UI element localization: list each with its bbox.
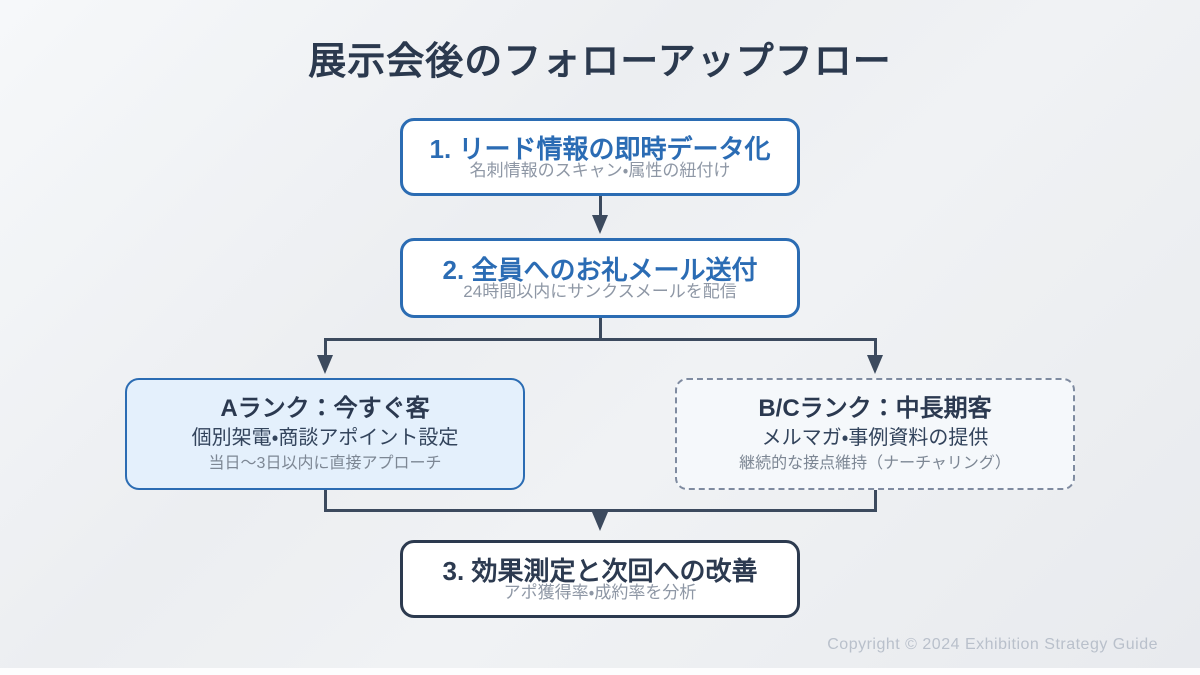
branch-a-action: 個別架電・商談アポイント設定 — [191, 427, 459, 450]
connector-branch-left-line — [323, 341, 327, 356]
connector-converge-left-line — [323, 490, 327, 512]
arrow-step2-icon — [592, 215, 608, 234]
connector-branch-right-line — [873, 341, 877, 356]
step3-title: 3. 効果測定と次回への改善 — [442, 556, 758, 587]
branch-a-note: 当日〜3日以内に直接アプローチ — [208, 455, 442, 473]
flow-box-branch-bc: B/Cランク：中長期客 メルマガ・事例資料の提供 継続的な接点維持（ナーチャリン… — [675, 378, 1075, 490]
flow-box-step1: 1. リード情報の即時データ化 名刺情報のスキャン・属性の紐付け — [400, 118, 800, 196]
copyright-text: Copyright © 2024 Exhibition Strategy Gui… — [827, 636, 1158, 653]
step1-title: 1. リード情報の即時データ化 — [429, 134, 771, 165]
step2-subtitle: 24時間以内にサンクスメールを配信 — [463, 281, 737, 301]
branch-a-title: Aランク：今すぐ客 — [220, 394, 430, 422]
flow-box-branch-a: Aランク：今すぐ客 個別架電・商談アポイント設定 当日〜3日以内に直接アプローチ — [125, 378, 525, 490]
connector-step1-step2-line — [598, 196, 602, 216]
step3-subtitle: アポ獲得率・成約率を分析 — [503, 582, 697, 602]
connector-branch-stem-line — [598, 318, 602, 341]
step1-subtitle: 名刺情報のスキャン・属性の紐付け — [469, 160, 731, 180]
bottom-white-strip — [0, 668, 1200, 675]
connector-converge-horizontal-line — [323, 509, 877, 512]
connector-converge-right-line — [873, 490, 877, 512]
arrow-branch-bc-icon — [867, 355, 883, 374]
page-title: 展示会後のフォローアップフロー — [308, 41, 892, 83]
arrow-branch-a-icon — [317, 355, 333, 374]
branch-bc-note: 継続的な接点維持（ナーチャリング） — [739, 455, 1011, 473]
arrow-step3-icon — [592, 512, 608, 531]
connector-branch-horizontal-line — [323, 338, 877, 341]
flow-box-step2: 2. 全員へのお礼メール送付 24時間以内にサンクスメールを配信 — [400, 238, 800, 318]
flow-box-step3: 3. 効果測定と次回への改善 アポ獲得率・成約率を分析 — [400, 540, 800, 618]
branch-bc-title: B/Cランク：中長期客 — [758, 394, 992, 422]
branch-bc-action: メルマガ・事例資料の提供 — [761, 427, 989, 450]
step2-title: 2. 全員へのお礼メール送付 — [442, 255, 758, 286]
